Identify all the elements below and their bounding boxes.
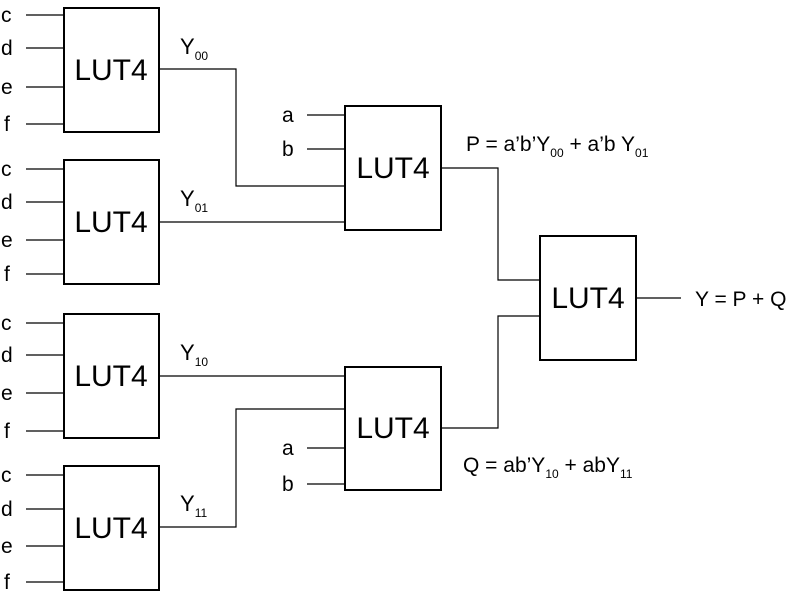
lut4-block-2	[63, 159, 160, 285]
input-label-a-upper: a	[282, 104, 294, 127]
wire-q	[441, 315, 540, 429]
input-label-e-2: e	[1, 229, 13, 252]
input-label-f-3: f	[4, 420, 10, 443]
signal-label-y11: Y11	[180, 491, 207, 520]
lut4-label-1: LUT4	[74, 54, 147, 87]
input-label-d-2: d	[1, 191, 13, 214]
input-label-b-upper: b	[282, 138, 294, 161]
input-label-f-4: f	[4, 571, 10, 594]
wire-y11	[159, 408, 345, 528]
lut-blocks	[63, 7, 637, 591]
equation-q: Q = ab’Y10 + abY11	[463, 454, 633, 481]
signal-labels: Y00 Y01 Y10 Y11	[180, 34, 208, 520]
lut4-label-upper-mux: LUT4	[356, 152, 429, 185]
input-label-e-4: e	[1, 535, 13, 558]
lut4-label-lower-mux: LUT4	[356, 412, 429, 445]
input-label-b-lower: b	[282, 473, 294, 496]
equation-p: P = a’b’Y00 + a’b Y01	[466, 133, 649, 160]
input-label-c-2: c	[1, 158, 12, 181]
lut4-block-3	[63, 313, 160, 439]
input-label-d-4: d	[1, 498, 13, 521]
lut4-label-2: LUT4	[74, 206, 147, 239]
input-label-a-lower: a	[282, 437, 294, 460]
input-label-c-3: c	[1, 312, 12, 335]
lut4-block-lower-mux	[344, 366, 442, 491]
signal-label-y10: Y10	[180, 340, 208, 369]
input-labels-left: c d e f c d e f c d e f c d e f	[1, 4, 13, 594]
input-label-c-1: c	[1, 4, 12, 27]
wire-p	[441, 167, 540, 281]
lut4-block-1	[63, 7, 160, 133]
input-label-d-1: d	[1, 37, 13, 60]
lut4-block-4	[63, 465, 160, 591]
signal-label-y01: Y01	[180, 186, 208, 215]
equation-y: Y = P + Q	[695, 288, 786, 311]
input-label-c-4: c	[1, 464, 12, 487]
signal-label-y00: Y00	[180, 34, 208, 63]
lut-labels: LUT4 LUT4 LUT4 LUT4 LUT4 LUT4 LUT4	[74, 54, 624, 545]
input-label-e-1: e	[1, 76, 13, 99]
input-label-f-2: f	[4, 263, 10, 286]
wires	[26, 14, 681, 583]
lut4-label-3: LUT4	[74, 360, 147, 393]
lut4-label-4: LUT4	[74, 512, 147, 545]
input-label-d-3: d	[1, 344, 13, 367]
input-label-e-3: e	[1, 382, 13, 405]
equations: P = a’b’Y00 + a’b Y01 Q = ab’Y10 + abY11…	[463, 133, 786, 481]
lut4-label-final: LUT4	[551, 282, 624, 315]
lut4-block-upper-mux	[344, 105, 442, 231]
lut4-block-final	[539, 235, 637, 361]
input-labels-middle: a b a b	[282, 104, 294, 496]
input-label-f-1: f	[4, 113, 10, 136]
wire-y00	[159, 68, 345, 187]
